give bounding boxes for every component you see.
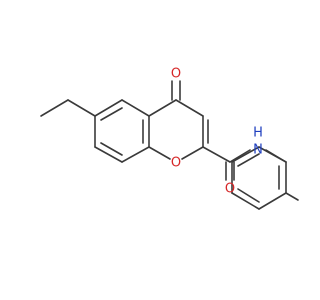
- bond: [258, 192, 287, 210]
- bond: [121, 99, 150, 117]
- bond: [100, 107, 123, 121]
- bond: [94, 146, 123, 163]
- ring-oxygen-label: O: [171, 156, 181, 171]
- bond: [148, 99, 177, 117]
- bond: [285, 192, 299, 201]
- bond: [258, 146, 287, 163]
- bond: [175, 99, 204, 117]
- bond: [229, 149, 251, 163]
- bond: [94, 99, 123, 117]
- bond: [181, 146, 204, 160]
- amide-oxygen-label: O: [225, 182, 235, 197]
- bond: [148, 146, 171, 160]
- bond: [237, 188, 260, 203]
- bond: [231, 146, 260, 163]
- bond: [121, 146, 150, 163]
- amide-hydrogen-label: H: [253, 126, 263, 141]
- amide-nitrogen-label: N: [253, 143, 263, 158]
- bond: [202, 146, 231, 163]
- bond: [40, 99, 69, 117]
- chemical-structure-canvas: O O O N H: [40, 66, 299, 210]
- bond: [100, 142, 123, 156]
- bond: [237, 153, 260, 167]
- bond: [67, 99, 96, 117]
- bond: [231, 192, 260, 210]
- ketone-oxygen-label: O: [171, 67, 181, 82]
- molecule-structure: O O O N H: [40, 67, 299, 210]
